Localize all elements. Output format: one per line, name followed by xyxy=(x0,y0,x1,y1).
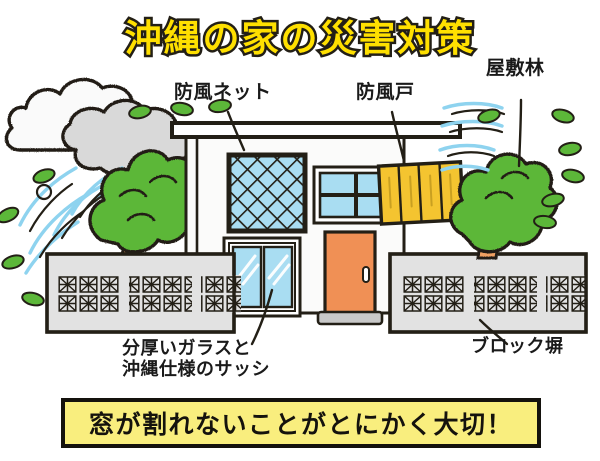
label-thick-glass-line2: 沖縄仕様のサッシ xyxy=(122,358,270,380)
wind-streaks-right xyxy=(438,101,504,172)
flying-leaves-left xyxy=(0,98,232,307)
key-message-banner: 窓が割れないことがとにかく大切！ xyxy=(61,398,541,448)
page-title: 沖縄の家の災害対策 xyxy=(0,8,600,63)
flying-leaves-right xyxy=(477,108,585,230)
block-wall-left xyxy=(45,252,241,334)
leader-line-net xyxy=(226,110,246,152)
entrance-door xyxy=(316,230,384,326)
block-wall-right xyxy=(388,252,588,334)
leader-line-wall xyxy=(478,318,509,346)
leader-line-glass xyxy=(250,288,274,346)
leader-line-shutter xyxy=(390,110,406,163)
tree-right xyxy=(449,152,559,260)
wind-streak-accents-left xyxy=(28,171,140,259)
leader-line-grove xyxy=(517,98,523,168)
label-thick-glass: 分厚いガラスと 沖縄仕様のサッシ xyxy=(122,338,270,380)
label-windbreak-net: 防風ネット xyxy=(174,81,272,103)
key-message-text: 窓が割れないことがとにかく大切！ xyxy=(88,410,513,439)
label-storm-shutter: 防風戸 xyxy=(356,81,415,103)
label-thick-glass-line1: 分厚いガラスと xyxy=(122,338,252,359)
page-title-text: 沖縄の家の災害対策 xyxy=(122,15,476,63)
label-block-wall: ブロック塀 xyxy=(471,336,564,357)
windbreak-net-window xyxy=(226,152,308,234)
label-homestead-grove: 屋敷林 xyxy=(486,57,545,79)
